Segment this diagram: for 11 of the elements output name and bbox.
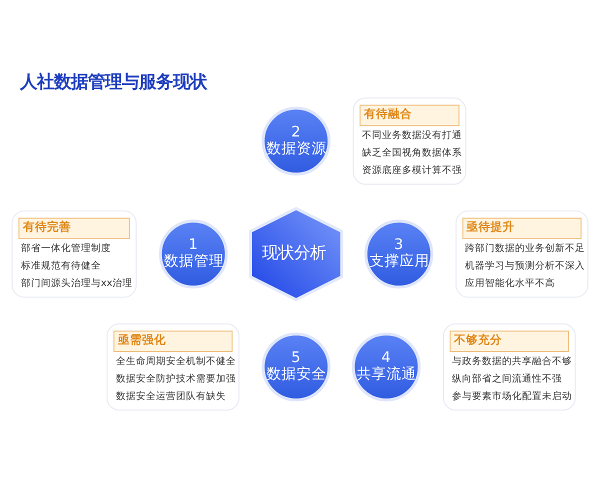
node-box: 有待融合 不同业务数据没有打通 缺乏全国视角数据体系 资源底座多模计算不强 — [352, 97, 466, 184]
node-circle: 4 共享流通 — [352, 332, 421, 401]
diagram-title: 人社数据管理与服务现状 — [20, 72, 207, 92]
node-circle: 1 数据管理 — [158, 219, 228, 288]
node-circle: 3 支撑应用 — [364, 219, 434, 288]
node-box: 亟需强化 全生命周期安全机制不健全 数据安全防护技术需要加强 数据安全运营团队有缺失 — [106, 322, 240, 410]
node-circle: 2 数据资源 — [262, 106, 331, 176]
node-box: 不够充分 与政务数据的共享融合不够 纵向部省之间流通性不强 参与要素市场化配置未启动 — [442, 322, 576, 410]
node-circle: 5 数据安全 — [262, 332, 331, 401]
node-box: 亟待提升 跨部门数据的业务创新不足 机器学习与预测分析不深入 应用智能化水平不高 — [456, 210, 588, 298]
node-box: 有待完善 部省一体化管理制度 标准规范有待健全 部门间源头治理与xx治理 — [12, 210, 137, 298]
